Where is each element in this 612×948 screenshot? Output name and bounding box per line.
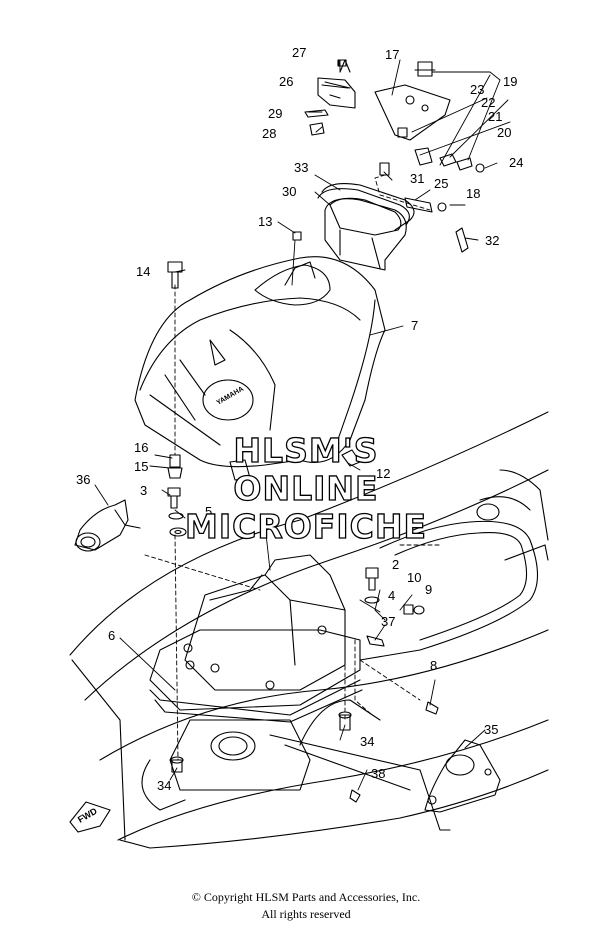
watermark-line-1: HLSM'S [233, 431, 378, 470]
callout-10: 10 [407, 570, 421, 585]
leader-lines [94, 59, 511, 791]
part-36-cover [74, 499, 141, 552]
alignment-lines [144, 174, 441, 761]
watermark: HLSM'S ONLINE MICROFICHE [184, 430, 427, 546]
callout-2: 2 [392, 557, 399, 572]
callout-14: 14 [136, 264, 150, 279]
callout-31: 31 [410, 171, 424, 186]
part-26-bracket [317, 59, 356, 109]
callout-37: 37 [381, 614, 395, 629]
cover-brand-label: YAMAHA [216, 386, 246, 407]
part-30-tray [317, 183, 415, 271]
callout-25: 25 [434, 176, 448, 191]
fasteners [167, 59, 485, 803]
callout-8: 8 [430, 658, 437, 673]
callout-13: 13 [258, 214, 272, 229]
callout-3: 3 [140, 483, 147, 498]
callout-17: 17 [385, 47, 399, 62]
callout-38: 38 [371, 766, 385, 781]
part-17-plate [374, 61, 451, 141]
callout-22: 22 [481, 95, 495, 110]
callout-35: 35 [484, 722, 498, 737]
callout-6: 6 [108, 628, 115, 643]
callout-numbers: 1 2 3 4 5 6 7 8 9 10 12 13 14 15 16 17 1… [76, 45, 523, 793]
watermark-line-3: MICROFICHE [185, 507, 427, 546]
callout-27: 27 [292, 45, 306, 60]
callout-26: 26 [279, 74, 293, 89]
rights-notice: All rights reserved [261, 907, 351, 921]
hull-deck-outline [69, 411, 549, 849]
callout-19: 19 [503, 74, 517, 89]
callout-5: 5 [205, 504, 212, 519]
callout-16: 16 [134, 440, 148, 455]
watermark-line-2: ONLINE [233, 469, 378, 508]
callout-15: 15 [134, 459, 148, 474]
callout-34-left: 34 [157, 778, 171, 793]
copyright-notice: © Copyright HLSM Parts and Accessories, … [191, 890, 421, 904]
callout-20: 20 [497, 125, 511, 140]
callout-9: 9 [425, 582, 432, 597]
callout-12: 12 [376, 466, 390, 481]
callout-4: 4 [388, 588, 395, 603]
part-7-cover [134, 256, 386, 468]
callout-1: 1 [263, 517, 270, 532]
callout-29: 29 [268, 106, 282, 121]
callout-28: 28 [262, 126, 276, 141]
callout-7: 7 [411, 318, 418, 333]
callout-33: 33 [294, 160, 308, 175]
callout-21: 21 [488, 109, 502, 124]
callout-32: 32 [485, 233, 499, 248]
callout-30: 30 [282, 184, 296, 199]
callout-24: 24 [509, 155, 523, 170]
fwd-arrow: FWD [69, 801, 111, 833]
callout-23: 23 [470, 82, 484, 97]
callout-36: 36 [76, 472, 90, 487]
part-1-box [149, 554, 363, 723]
callout-34-right: 34 [360, 734, 374, 749]
part-35-cover [424, 739, 501, 813]
callout-18: 18 [466, 186, 480, 201]
